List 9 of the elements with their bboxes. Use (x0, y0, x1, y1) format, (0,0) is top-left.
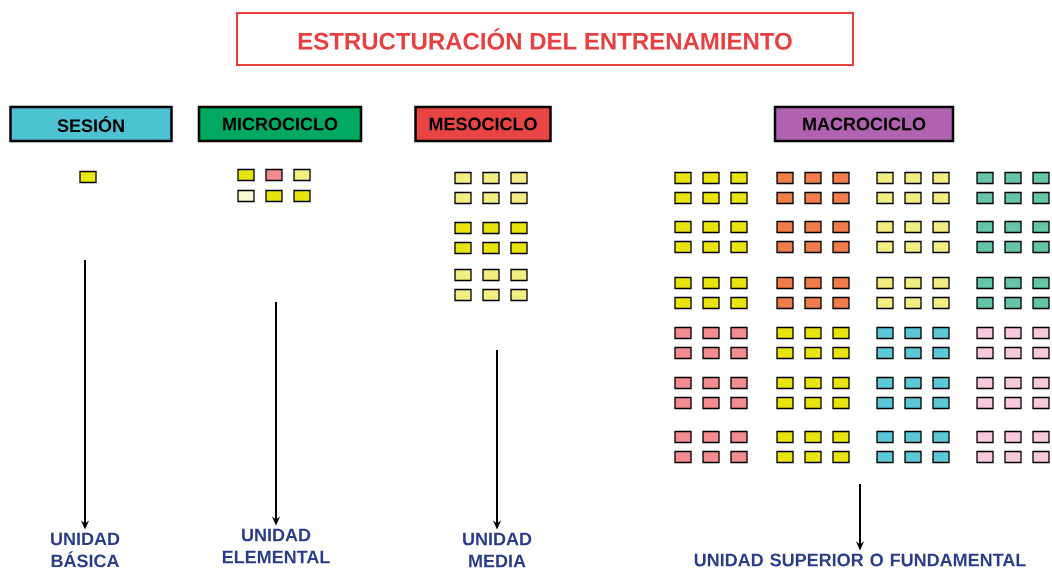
header-box: MESOCICLO (414, 105, 552, 143)
header-box: MACROCICLO (773, 105, 955, 143)
header-box: MICROCICLO (197, 105, 363, 143)
header-box: SESIÓN (9, 105, 173, 143)
title-box: ESTRUCTURACIÓN DEL ENTRENAMIENTO (236, 12, 854, 66)
unit-label: UNIDAD MEDIA (463, 532, 532, 568)
unit-label: UNIDAD ELEMENTAL (222, 528, 330, 564)
unit-label: UNIDAD SUPERIOR O FUNDAMENTAL (694, 553, 1026, 567)
unit-label: UNIDAD BÁSICA (51, 532, 120, 568)
